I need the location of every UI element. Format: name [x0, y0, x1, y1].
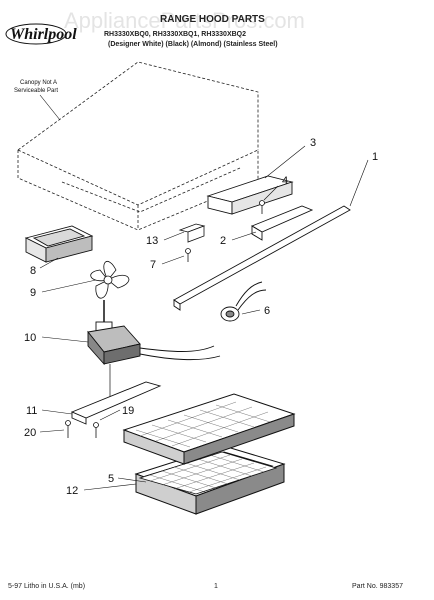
part-20-screw	[65, 420, 71, 438]
part-19-screw	[93, 422, 99, 438]
part-1-trim-strip	[173, 205, 351, 311]
page-title: RANGE HOOD PARTS	[160, 14, 265, 25]
part-6-light-socket	[220, 281, 267, 322]
canopy-hood	[17, 61, 259, 231]
callout-1: 1	[372, 151, 378, 163]
part-3-control-housing	[206, 175, 294, 215]
callout-labels: 1 2 3 4 5 6 7 8 9 10 11 12 13 19 20	[24, 137, 378, 497]
part-9-fan-blade	[90, 260, 130, 299]
part-10-motor	[87, 300, 221, 400]
callout-9: 9	[30, 287, 36, 299]
callout-4: 4	[282, 175, 288, 187]
part-2-control-panel	[250, 205, 314, 241]
part-11-motor-bracket	[70, 381, 162, 425]
watermark: AppliancePartsPros.com	[64, 8, 305, 33]
canopy-note-line2: Serviceable Part	[14, 88, 58, 94]
callout-12: 12	[66, 485, 78, 497]
callout-11: 11	[26, 405, 37, 417]
footer-part-number: Part No. 983357	[352, 583, 403, 590]
part-13-bracket	[178, 223, 206, 243]
canopy-note-line1: Canopy Not A	[20, 80, 57, 86]
callout-19: 19	[122, 405, 134, 417]
callout-10: 10	[24, 332, 36, 344]
model-numbers: RH3330XBQ0, RH3330XBQ1, RH3330XBQ2	[104, 31, 246, 38]
callout-8: 8	[30, 265, 36, 277]
whirlpool-logo: Whirlpool	[5, 23, 77, 45]
part-4-screw	[259, 200, 265, 214]
footer-page-number: 1	[214, 583, 218, 590]
callout-3: 3	[310, 137, 316, 149]
callout-2: 2	[220, 235, 226, 247]
part-7-screw	[185, 248, 191, 262]
part-8-light-housing	[24, 225, 94, 263]
callout-20: 20	[24, 427, 36, 439]
callout-5: 5	[108, 473, 114, 485]
callout-7: 7	[150, 259, 156, 271]
brand-name: Whirlpool	[10, 26, 77, 43]
footer-litho: 5-97 Litho in U.S.A. (mb)	[8, 583, 85, 590]
part-12-filter-frame-upper	[122, 393, 296, 465]
callout-6: 6	[264, 305, 270, 317]
color-options: (Designer White) (Black) (Almond) (Stain…	[108, 41, 278, 48]
canopy-note-leader	[39, 94, 61, 121]
callout-13: 13	[146, 235, 158, 247]
